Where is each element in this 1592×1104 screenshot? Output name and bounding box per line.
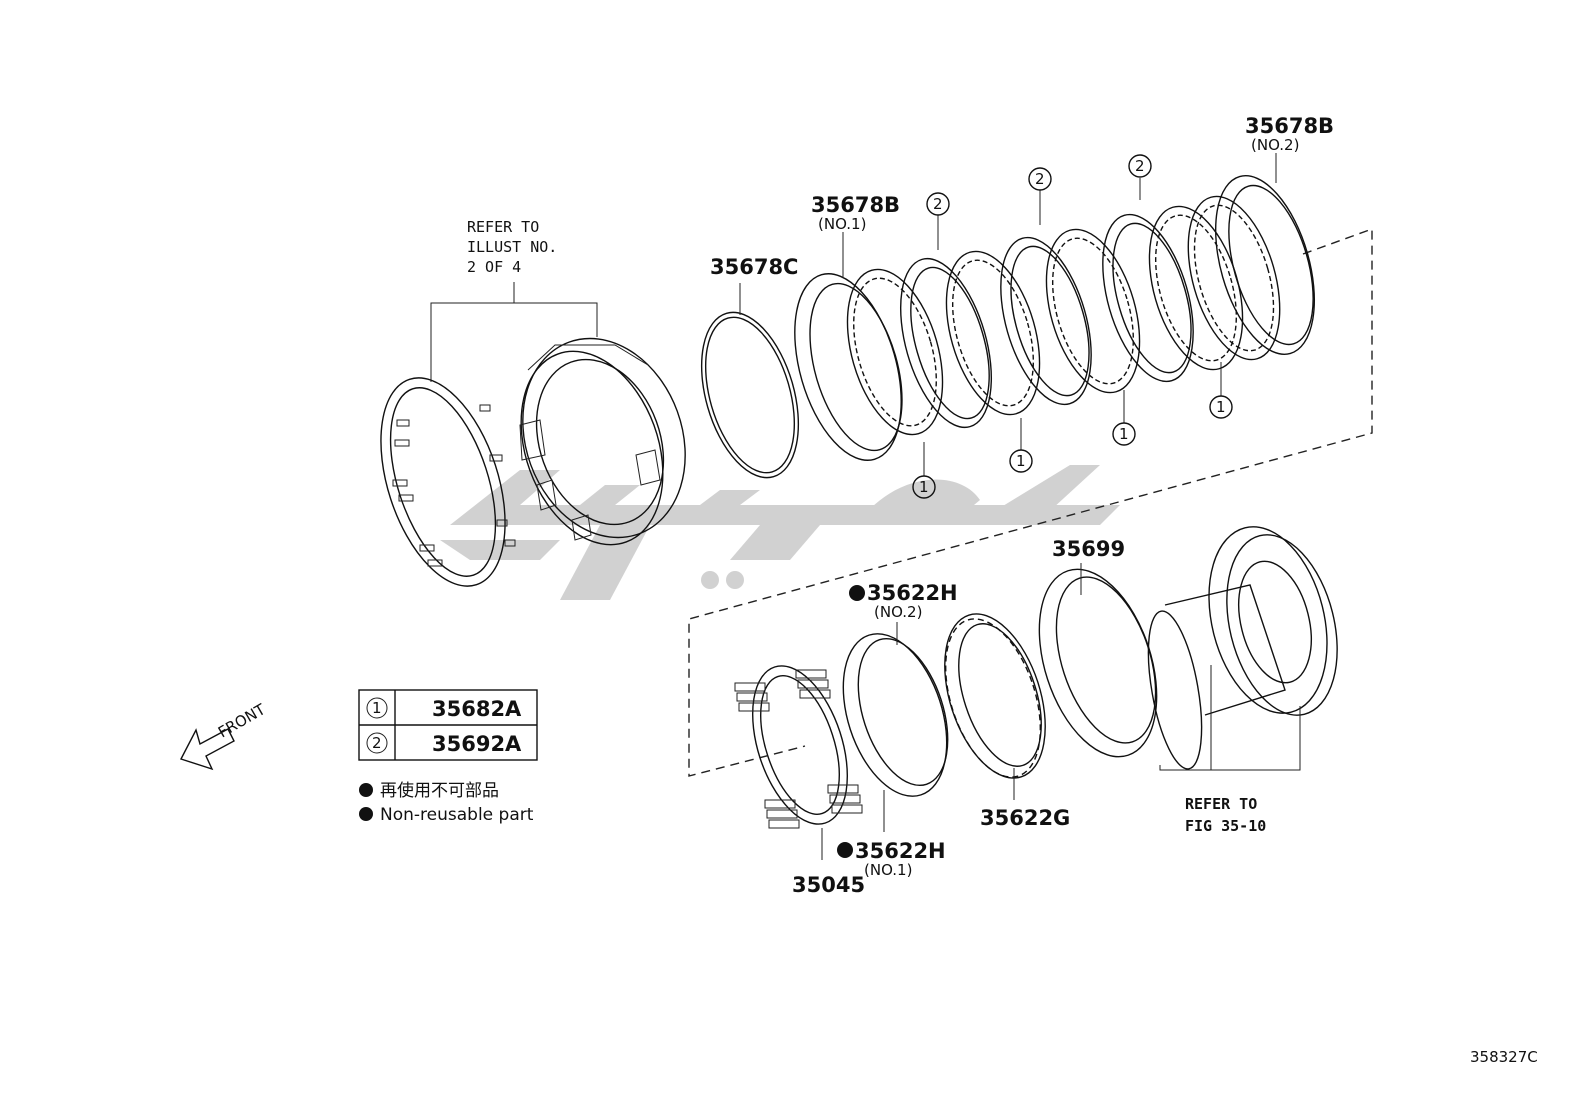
svg-text:1: 1 xyxy=(1216,398,1226,416)
refer-bottom-label: REFER TO FIG 35-10 xyxy=(1185,795,1266,835)
part-label-35622g: 35622G xyxy=(980,806,1070,830)
return-spring-35045 xyxy=(734,665,863,860)
part-label-35045: 35045 xyxy=(792,873,865,897)
svg-text:2: 2 xyxy=(1035,170,1045,188)
callout-2-a: 2 xyxy=(926,192,950,216)
part-sub-35622h-no1: (NO.1) xyxy=(864,861,912,879)
front-label: FRONT xyxy=(215,700,269,742)
snap-ring-35678c xyxy=(700,283,800,479)
bullet-icon xyxy=(359,783,373,797)
refer-top-line-2: ILLUST NO. xyxy=(467,238,557,256)
note-en: Non-reusable part xyxy=(380,805,534,825)
assembly-boundary xyxy=(688,228,1373,777)
brake-piston-cylinder xyxy=(519,337,686,546)
refer-top-line-1: REFER TO xyxy=(467,218,539,236)
legend-mark-1: 1 xyxy=(372,699,382,717)
note-cn: 再使用不可部品 xyxy=(380,780,499,801)
front-arrow-icon: FRONT xyxy=(179,700,269,771)
callout-1-a: 1 xyxy=(912,475,936,499)
clutch-leaders xyxy=(842,153,1277,476)
refer-bottom-line-2: FIG 35-10 xyxy=(1185,817,1266,835)
non-reusable-mark-35622h-no2 xyxy=(849,585,865,601)
legend-row-2: 2 35692A xyxy=(366,732,522,756)
callout-2-b: 2 xyxy=(1028,167,1052,191)
svg-text:2: 2 xyxy=(1135,157,1145,175)
part-label-35678c: 35678C xyxy=(710,255,798,279)
piston-35622g xyxy=(944,613,1046,800)
part-label-35678b-no2: 35678B xyxy=(1245,114,1334,138)
part-sub-35678b-no2: (NO.2) xyxy=(1251,136,1299,154)
part-label-35678b-no1: 35678B xyxy=(811,193,900,217)
part-label-35622h-no2: 35622H xyxy=(867,581,958,605)
non-reusable-mark-35622h-no1 xyxy=(837,842,853,858)
drawing-code: 358327C xyxy=(1470,1048,1538,1066)
drum-hub-assembly xyxy=(1147,526,1338,771)
legend-mark-2: 2 xyxy=(372,734,382,752)
legend-row-1: 1 35682A xyxy=(366,697,522,721)
clutch-plate-stack xyxy=(794,175,1316,461)
callout-2-c: 2 xyxy=(1128,154,1152,178)
part-label-35622h-no1: 35622H xyxy=(855,839,946,863)
callout-1-c: 1 xyxy=(1112,422,1136,446)
svg-text:1: 1 xyxy=(1119,425,1129,443)
non-reusable-note: 再使用不可部品 Non-reusable part xyxy=(359,780,534,825)
refer-top-line-3: 2 OF 4 xyxy=(467,258,521,276)
spring-retainer-plate xyxy=(380,377,516,587)
legend-part-2: 35692A xyxy=(432,732,522,756)
svg-text:1: 1 xyxy=(919,478,929,496)
watermark-logo xyxy=(440,465,1120,600)
refer-top-bracket xyxy=(430,282,598,382)
refer-top-label: REFER TO ILLUST NO. 2 OF 4 xyxy=(467,218,557,276)
callout-1-d: 1 xyxy=(1209,395,1233,419)
part-sub-35678b-no1: (NO.1) xyxy=(818,215,866,233)
refer-bottom-line-1: REFER TO xyxy=(1185,795,1257,813)
legend-part-1: 35682A xyxy=(432,697,522,721)
svg-text:1: 1 xyxy=(1016,452,1026,470)
legend-table: 1 35682A 2 35692A xyxy=(358,689,538,761)
o-ring-35622h xyxy=(842,622,949,832)
bullet-icon xyxy=(359,807,373,821)
callout-1-b: 1 xyxy=(1009,449,1033,473)
svg-text:2: 2 xyxy=(933,195,943,213)
sleeve-35699 xyxy=(1038,563,1158,758)
part-sub-35622h-no2: (NO.2) xyxy=(874,603,922,621)
part-label-35699: 35699 xyxy=(1052,537,1125,561)
